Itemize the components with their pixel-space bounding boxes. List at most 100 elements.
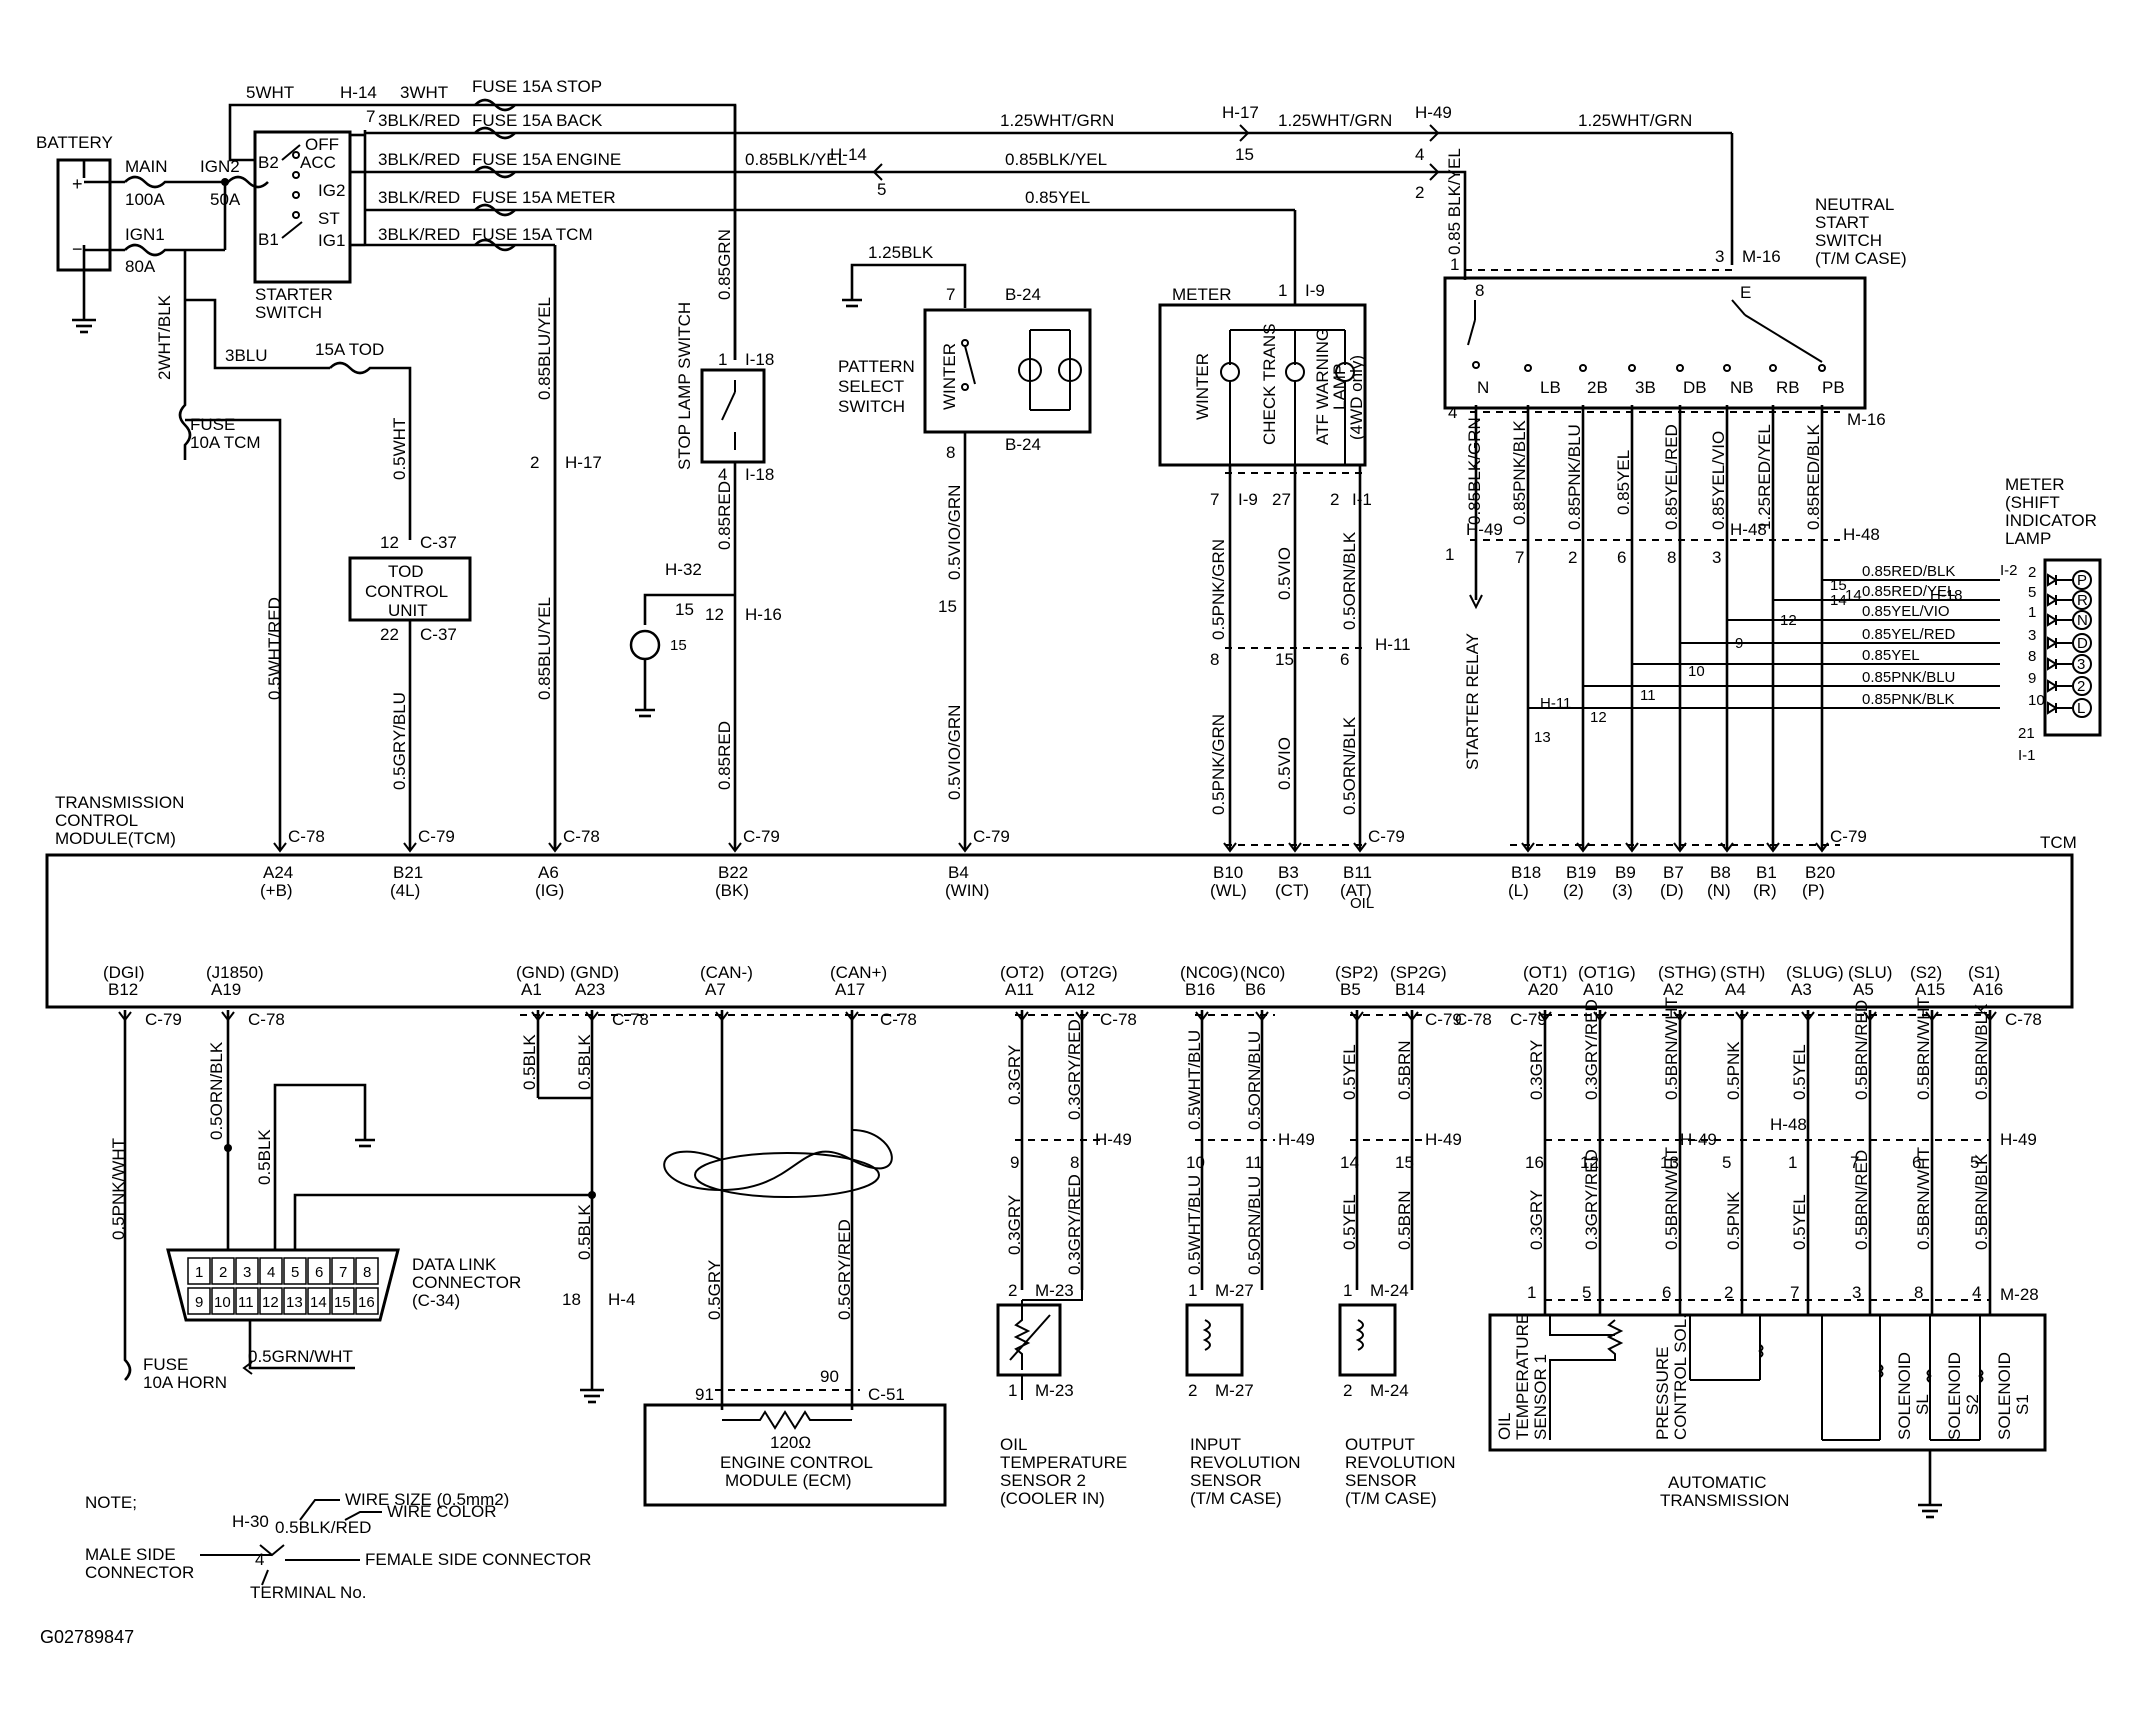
wire-085yelred: 0.85YEL/RED: [1662, 424, 1681, 530]
shift-row-symbol: 2: [2077, 678, 2085, 695]
tcm-top-pin: B18: [1511, 863, 1541, 882]
tcm-bottom-conn: C-78: [880, 1010, 917, 1029]
dlc-pin: 7: [339, 1264, 347, 1281]
tcm-bottom-fn: (OT1): [1523, 963, 1567, 982]
at-m-pin: 7: [1790, 1283, 1799, 1302]
tcm-top-fn: (IG): [535, 881, 564, 900]
b24-bottom: B-24: [1005, 435, 1041, 454]
wire-05ornblk-b: 0.5ORN/BLK: [1340, 716, 1359, 815]
tod-branch: 2WHT/BLK FUSE 10A TCM 0.5WHT/RED 3BLU 15…: [155, 245, 602, 850]
tcm-top-pin: B20: [1805, 863, 1835, 882]
starter-pos-ig2: IG2: [318, 181, 345, 200]
shift-row-wire: 0.85RED/BLK: [1862, 563, 1955, 580]
pattern-pin-8: 8: [946, 443, 955, 462]
dlc-pin: 14: [310, 1294, 327, 1311]
wire-05pnkgrn-b: 0.5PNK/GRN: [1209, 714, 1228, 815]
tcm-top-pin: B19: [1566, 863, 1596, 882]
wire-05pnkwht: 0.5PNK/WHT: [109, 1138, 128, 1240]
starter-pos-ig1: IG1: [318, 231, 345, 250]
nss-mid-pin-8: 8: [1667, 548, 1676, 567]
nc-wire-a: 0.5WHT/BLU: [1185, 1030, 1204, 1130]
nss-mid-pin-6: 6: [1617, 548, 1626, 567]
pattern-title-l2: SELECT: [838, 377, 904, 396]
tcm-oil: OIL: [1350, 895, 1374, 912]
note-pin-4: 4: [255, 1550, 264, 1569]
dlc-pin: 1: [195, 1264, 203, 1281]
shift-row-symbol: P: [2077, 572, 2087, 589]
h16-pin-12: 12: [705, 605, 724, 624]
i18-top: I-18: [745, 350, 774, 369]
nc-l1: INPUT: [1190, 1435, 1241, 1454]
at-wire-lower: 0.5BRN/WHT: [1662, 1147, 1681, 1250]
tcm-top-fn: (WIN): [945, 881, 989, 900]
sp2-m24: M-24: [1370, 1281, 1409, 1300]
tcm-ground: 0.5BLK 0.5BLK 0.5BLK 18 H-4: [520, 1010, 900, 1404]
nc-l2: REVOLUTION: [1190, 1453, 1301, 1472]
tcm-top-conn: C-79: [1368, 827, 1405, 846]
h16: H-16: [745, 605, 782, 624]
shift-row-wire: 0.85PNK/BLK: [1862, 691, 1955, 708]
nc-wire-a2: 0.5WHT/BLU: [1185, 1175, 1204, 1275]
shift-i1-2: I-2: [2000, 562, 2018, 579]
tcm-top-conn: C-79: [743, 827, 780, 846]
nss-pos-lb: LB: [1540, 378, 1561, 397]
wire-085blkgrn: 0.85BLK/GRN: [1465, 417, 1484, 525]
tcm-bottom-fn: (S2): [1910, 963, 1942, 982]
sp2-wire-a2: 0.5YEL: [1340, 1194, 1359, 1250]
nss-pos-nb: NB: [1730, 378, 1754, 397]
tcm-bottom-conn: C-79: [1425, 1010, 1462, 1029]
shift-row-pin: 10: [2028, 692, 2045, 709]
at-wire: 0.5BRN/BLK: [1972, 1003, 1991, 1100]
pin-5-top: 5: [877, 180, 886, 199]
sol-s2-l2: S2: [1963, 1394, 1982, 1415]
tcm-bottom-fn: (S1): [1968, 963, 2000, 982]
pin-2-top: 2: [1415, 183, 1424, 202]
pattern-select-switch: 1.25BLK 7 B-24 PATTERN SELECT SWITCH WIN…: [838, 243, 1092, 850]
battery: BATTERY + − MAIN 100A IGN1 80A IGN2 50A: [36, 133, 269, 334]
tcm-bottom-pin: A3: [1791, 980, 1812, 999]
fuse-10a-tcm-l1: FUSE: [190, 415, 235, 434]
meter-pin-15: 15: [1275, 650, 1294, 669]
at-wire-lower: 0.5PNK: [1724, 1191, 1743, 1250]
wire-05ornblk-dlc: 0.5ORN/BLK: [207, 1041, 226, 1140]
shift-title-l4: LAMP: [2005, 529, 2051, 548]
ign1-fuse-label: IGN1: [125, 225, 165, 244]
wire-5wht: 5WHT: [246, 83, 294, 102]
ecm-title-l2: MODULE (ECM): [725, 1471, 852, 1490]
nss-e: E: [1740, 283, 1751, 302]
c37-top: C-37: [420, 533, 457, 552]
tcm-bottom-fn: (CAN-): [700, 963, 753, 982]
tcm-top-conn: C-78: [563, 827, 600, 846]
sp2-l1: OUTPUT: [1345, 1435, 1415, 1454]
note-terminal: TERMINAL No.: [250, 1583, 367, 1602]
tcm-bottom-fn: (GND): [516, 963, 565, 982]
h11-pin-10: 10: [1688, 663, 1705, 680]
at-wire-lower: 0.5BRN/BLK: [1972, 1153, 1991, 1250]
nss-m16: M-16: [1742, 247, 1781, 266]
starter-pos-acc: ACC: [300, 153, 336, 172]
nss-title-l1: NEUTRAL: [1815, 195, 1894, 214]
sp2-l2: REVOLUTION: [1345, 1453, 1456, 1472]
nc-wire-b2: 0.5ORN/BLU: [1245, 1176, 1264, 1275]
at-title-l1: AUTOMATIC: [1668, 1473, 1767, 1492]
at-h-pin: 1: [1788, 1153, 1797, 1172]
ot2-wire-a: 0.3GRY: [1005, 1045, 1024, 1105]
dlc-pin: 15: [334, 1294, 351, 1311]
wire-125whtgrn-a: 1.25WHT/GRN: [1000, 111, 1114, 130]
nss-h48-b: H-48: [1843, 525, 1880, 544]
tcm-bottom-fn: (SP2G): [1390, 963, 1447, 982]
dlc-pin: 6: [315, 1264, 323, 1281]
conn-h17-top: H-17: [1222, 103, 1259, 122]
shift-title-l2: (SHIFT: [2005, 493, 2060, 512]
tcm-bottom-pin: A12: [1065, 980, 1095, 999]
fuse-back: FUSE 15A BACK: [472, 111, 603, 130]
ot2-m23-b: M-23: [1035, 1381, 1074, 1400]
ots1-l1: OIL: [1495, 1413, 1514, 1440]
ecm-c51: C-51: [868, 1385, 905, 1404]
sol-s1-l2: S1: [2013, 1394, 2032, 1415]
at-wire: 0.5PNK: [1724, 1041, 1743, 1100]
sp2-wire-a: 0.5YEL: [1340, 1044, 1359, 1100]
at-wire-lower: 0.5BRN/WHT: [1914, 1147, 1933, 1250]
sol-s2-l1: SOLENOID: [1945, 1352, 1964, 1440]
nss-mid-pin-3: 3: [1712, 548, 1721, 567]
